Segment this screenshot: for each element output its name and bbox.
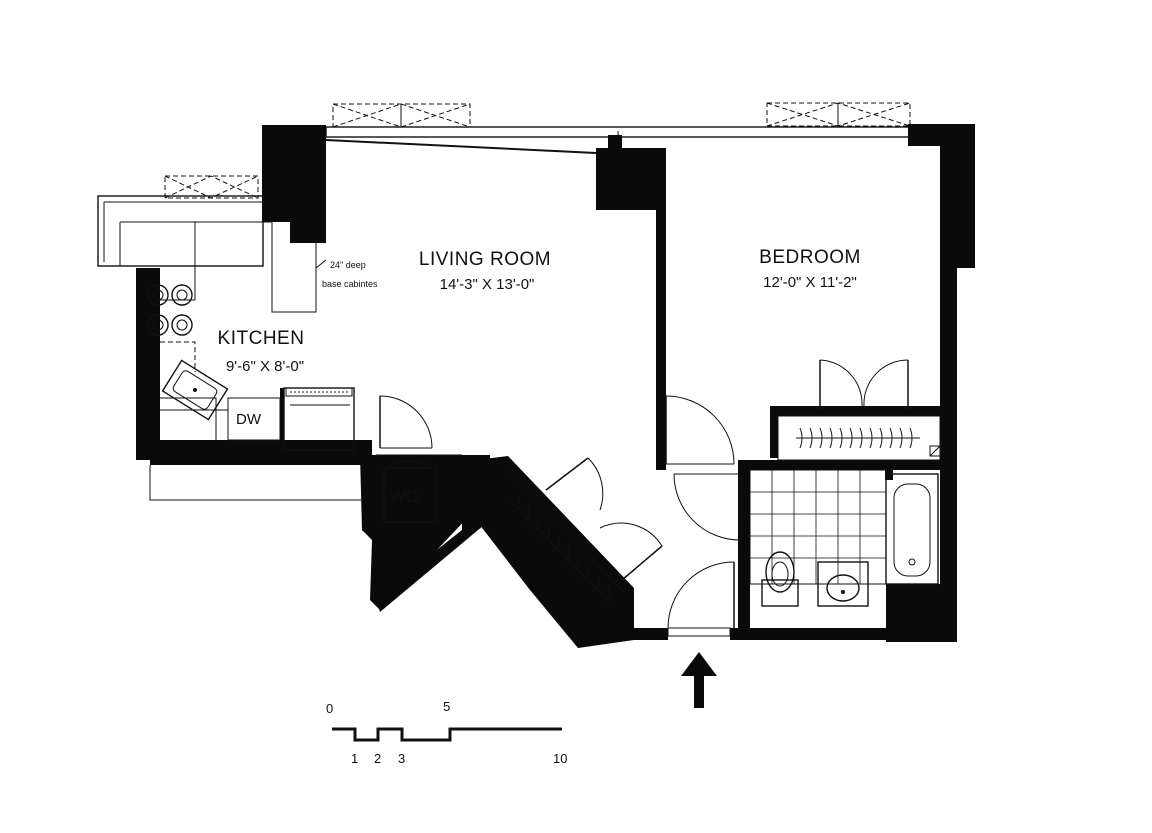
door-swing-icon [379,395,433,449]
scale-tick-5: 5 [443,699,450,714]
toilet-icon [761,551,799,607]
kitchen-dimensions: 9'-6" X 8'-0" [226,358,304,375]
scale-tick-0: 0 [326,701,333,716]
closets [376,415,941,605]
scale-tick-2: 2 [374,751,381,766]
cooktop-burner-icon [147,284,193,336]
walls [136,124,975,648]
scale-bar [332,727,562,742]
bedroom-dimensions: 12'-0" X 11'-2" [763,274,857,291]
cabinet-note-line2: base cabintes [322,279,378,289]
scale-tick-3: 3 [398,751,405,766]
washer-dryer-label: WD [390,487,418,506]
cabinet-note-line1: 24" deep [330,260,366,270]
scale-tick-1: 1 [351,751,358,766]
kitchen-fixtures [147,221,364,501]
window-wall [97,126,911,267]
bathroom-sink-icon [817,561,869,607]
bathtub-icon [885,473,939,585]
entry-arrow-icon [681,652,717,708]
living-room-dimensions: 14'-3" X 13'-0" [440,276,535,293]
doors [379,359,909,637]
bedroom-label: BEDROOM [759,247,861,268]
living-room-label: LIVING ROOM [419,249,551,270]
dishwasher-label: DW [236,411,262,428]
sink-icon [161,359,229,421]
bathroom [749,469,939,607]
scale-tick-10: 10 [553,751,567,766]
kitchen-label: KITCHEN [218,328,305,349]
